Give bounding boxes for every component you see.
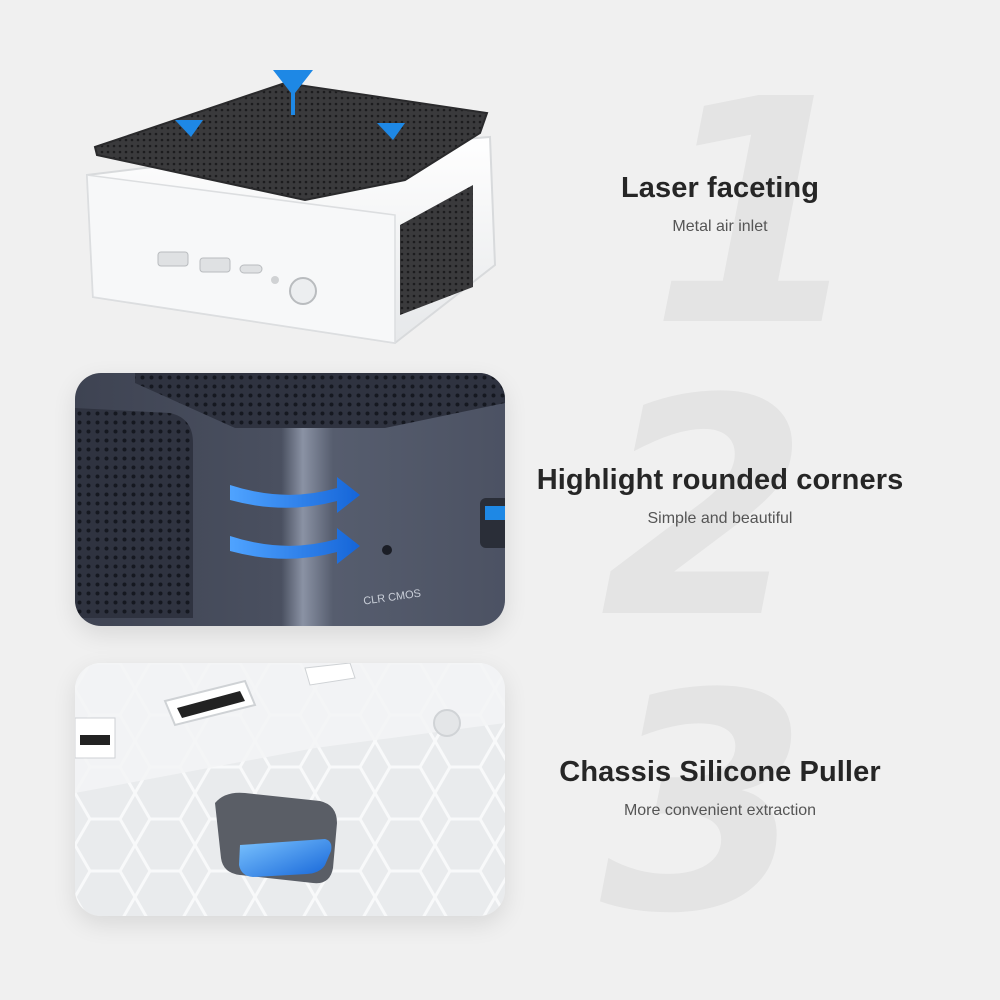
feature-subtitle: Metal air inlet [672,218,768,235]
rounded-corner-closeup-image: CLR CMOS [75,373,505,626]
feature-subtitle: Simple and beautiful [647,510,793,527]
feature-rounded-corners: Highlight rounded corners Simple and bea… [520,464,920,528]
feature-subtitle: More convenient extraction [623,802,817,819]
mini-pc-lid-image [75,65,505,350]
feature-laser-faceting: Laser faceting Metal air inlet [520,172,920,236]
feature-title: Chassis Silicone Puller [559,756,881,788]
feature-title: Highlight rounded corners [536,464,904,496]
feature-silicone-puller: Chassis Silicone Puller More convenient … [520,756,920,820]
feature-title: Laser faceting [620,172,820,204]
silicone-puller-closeup-image [75,663,505,916]
